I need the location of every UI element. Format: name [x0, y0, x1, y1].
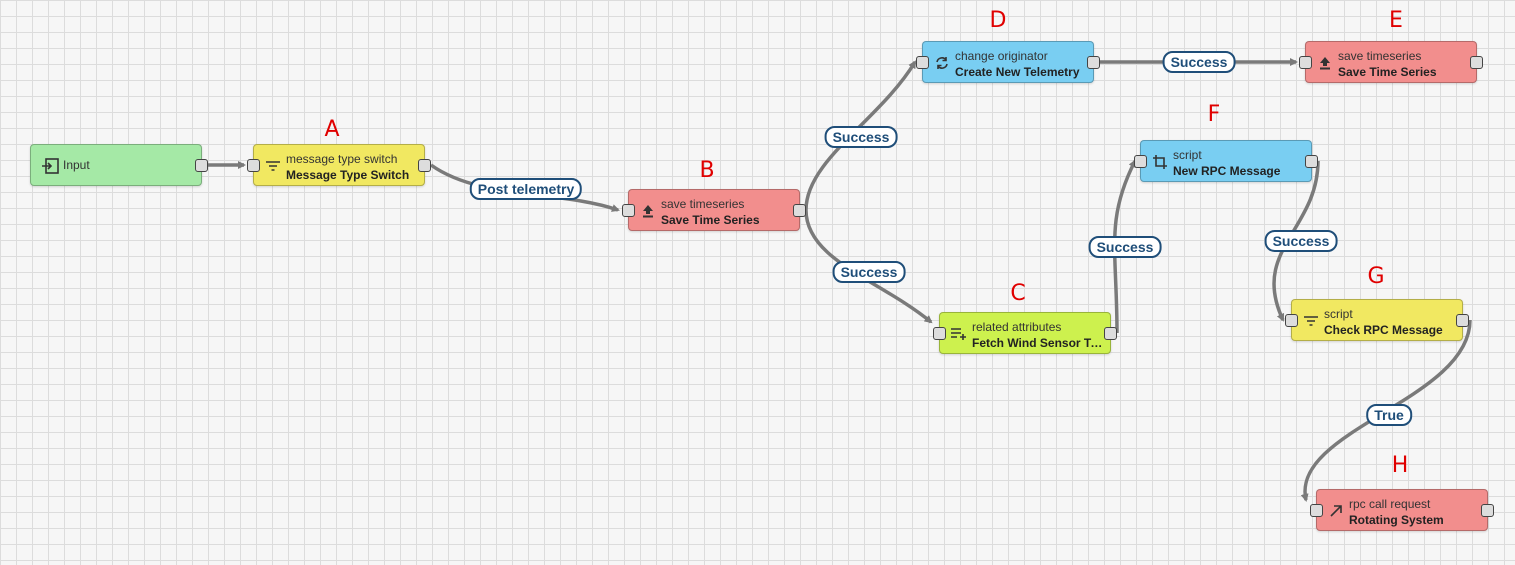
output-port[interactable] — [1104, 327, 1117, 340]
node-save-timeseries[interactable]: save timeseries Save Time Series — [622, 189, 806, 231]
output-port[interactable] — [1456, 314, 1469, 327]
node-type: save timeseries — [661, 197, 745, 211]
edge-label-success[interactable]: Success — [1088, 236, 1162, 258]
filter-icon — [264, 157, 282, 175]
node-type: script — [1173, 148, 1202, 162]
marker-e: E — [1389, 8, 1403, 33]
edge-label-success[interactable]: Success — [1264, 230, 1338, 252]
input-port[interactable] — [622, 204, 635, 217]
marker-a: A — [324, 117, 340, 142]
input-port[interactable] — [1285, 314, 1298, 327]
node-related-attributes[interactable]: related attributes Fetch Wind Sensor Te.… — [933, 312, 1117, 354]
node-script-new-rpc[interactable]: script New RPC Message — [1134, 140, 1318, 182]
node-name: Fetch Wind Sensor Te... — [972, 336, 1104, 350]
input-icon — [41, 157, 59, 175]
input-port[interactable] — [1310, 504, 1323, 517]
node-save-timeseries-2[interactable]: save timeseries Save Time Series — [1299, 41, 1483, 83]
edge-label-true[interactable]: True — [1366, 404, 1412, 426]
node-name: Rotating System — [1349, 513, 1444, 527]
node-name: Check RPC Message — [1324, 323, 1443, 337]
upload-icon — [639, 202, 657, 220]
node-message-type-switch[interactable]: message type switch Message Type Switch — [247, 144, 431, 186]
transform-icon — [1151, 153, 1169, 171]
marker-c: C — [1010, 281, 1026, 306]
upload-icon — [1316, 54, 1334, 72]
input-port[interactable] — [916, 56, 929, 69]
node-script-check-rpc[interactable]: script Check RPC Message — [1285, 299, 1469, 341]
output-port[interactable] — [1305, 155, 1318, 168]
filter-icon — [1302, 312, 1320, 330]
node-type: change originator — [955, 49, 1048, 63]
node-type: message type switch — [286, 152, 398, 166]
output-port[interactable] — [1087, 56, 1100, 69]
node-name: Create New Telemetry — [955, 65, 1080, 79]
node-name: Save Time Series — [661, 213, 760, 227]
output-port[interactable] — [195, 159, 208, 172]
node-name: Save Time Series — [1338, 65, 1437, 79]
arrow-up-right-icon — [1327, 502, 1345, 520]
node-type: related attributes — [972, 320, 1062, 334]
marker-d: D — [989, 8, 1007, 33]
marker-g: G — [1367, 264, 1385, 289]
node-input[interactable]: Input — [30, 144, 208, 186]
output-port[interactable] — [418, 159, 431, 172]
output-port[interactable] — [793, 204, 806, 217]
output-port[interactable] — [1481, 504, 1494, 517]
playlist-add-icon — [950, 325, 968, 343]
input-port[interactable] — [1299, 56, 1312, 69]
input-port[interactable] — [1134, 155, 1147, 168]
node-rpc-call-request[interactable]: rpc call request Rotating System — [1310, 489, 1494, 531]
node-type: rpc call request — [1349, 497, 1431, 511]
output-port[interactable] — [1470, 56, 1483, 69]
node-type: save timeseries — [1338, 49, 1422, 63]
edge-label-success[interactable]: Success — [1162, 51, 1236, 73]
node-change-originator[interactable]: change originator Create New Telemetry — [916, 41, 1100, 83]
marker-b: B — [699, 158, 715, 183]
edge-label-success[interactable]: Success — [832, 261, 906, 283]
node-name: Message Type Switch — [286, 168, 410, 182]
input-port[interactable] — [933, 327, 946, 340]
node-name: New RPC Message — [1173, 164, 1281, 178]
input-port[interactable] — [247, 159, 260, 172]
refresh-icon — [933, 54, 951, 72]
marker-f: F — [1207, 102, 1221, 127]
edge-label-post-telemetry[interactable]: Post telemetry — [469, 178, 583, 200]
node-type: script — [1324, 307, 1353, 321]
edge-label-success[interactable]: Success — [824, 126, 898, 148]
marker-h: H — [1391, 453, 1409, 478]
node-label: Input — [63, 158, 90, 172]
